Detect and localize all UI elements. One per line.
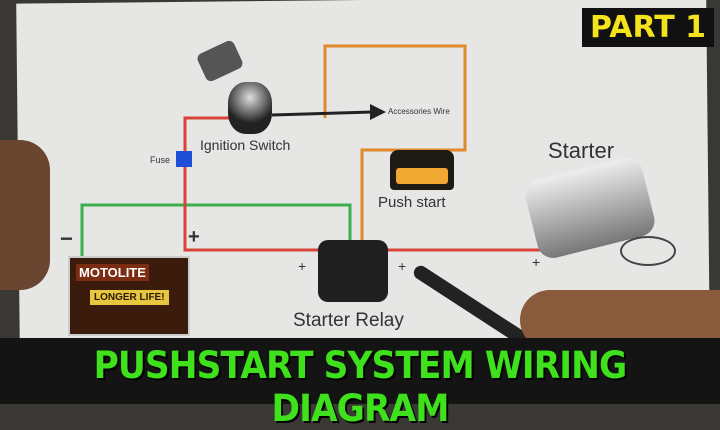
- ignition-switch-label: Ignition Switch: [200, 137, 291, 153]
- ignition-switch-icon: [228, 82, 272, 134]
- ground-symbol-icon: [620, 236, 676, 266]
- fuse-icon: [176, 151, 192, 167]
- push-start-button-icon: [390, 150, 454, 190]
- relay-positive-left: +: [298, 258, 307, 274]
- wiring-diagram: [80, 44, 545, 262]
- starter-positive-label: +: [532, 254, 541, 270]
- battery-positive-label: +: [188, 226, 200, 248]
- accessories-wire-label: Accessories Wire: [388, 107, 450, 116]
- push-start-label: Push start: [378, 194, 446, 211]
- fuse-label: Fuse: [150, 155, 171, 165]
- relay-positive-right: +: [398, 258, 407, 274]
- starter-relay-icon: [318, 240, 388, 302]
- battery-tagline: LONGER LIFE!: [90, 290, 169, 305]
- green-ground-wire: [80, 203, 352, 262]
- battery-negative-label: −: [60, 226, 73, 251]
- accessories-wire: [271, 110, 373, 117]
- battery-icon: MOTOLITE LONGER LIFE!: [68, 256, 190, 336]
- starter-relay-label: Starter Relay: [293, 310, 404, 331]
- orange-switch-wire: [323, 44, 467, 240]
- video-title: PUSHSTART SYSTEM WIRING DIAGRAM: [93, 344, 628, 430]
- part-badge: PART 1: [582, 8, 714, 47]
- battery-brand: MOTOLITE: [76, 264, 149, 281]
- arrow-icon: [370, 104, 386, 120]
- title-banner: PUSHSTART SYSTEM WIRING DIAGRAM: [0, 338, 720, 430]
- starter-label: Starter: [548, 138, 615, 163]
- left-hand: [0, 140, 50, 290]
